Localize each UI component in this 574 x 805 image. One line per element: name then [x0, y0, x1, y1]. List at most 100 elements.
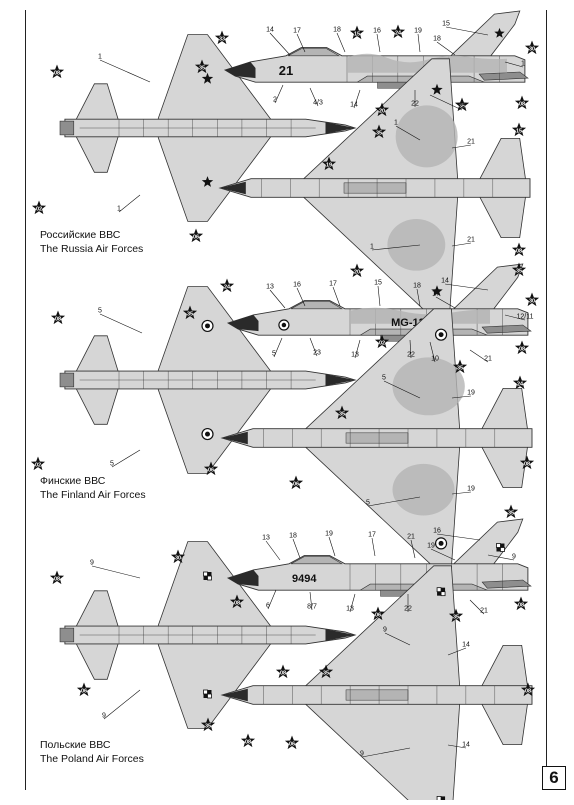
finland-camo-patch-a — [392, 357, 465, 416]
callout-line — [367, 496, 421, 507]
finland-side-roundel — [278, 319, 290, 331]
poland-under-checker-lower — [436, 796, 446, 805]
callout-finland: 12/11 — [504, 314, 534, 321]
callout-line — [451, 395, 472, 399]
paint-code-badge: 02 — [374, 334, 390, 349]
callout-line — [376, 33, 381, 53]
poland-side-view: 9494 — [226, 518, 532, 597]
russia-under-star-lower — [431, 285, 443, 297]
paint-code-badge: 06 — [370, 606, 386, 621]
checker-d — [500, 547, 505, 552]
callout-label: 19 — [427, 543, 435, 550]
finland-wing-roundel-upper — [201, 319, 214, 333]
paint-badge-text: 08 — [519, 347, 525, 353]
paint-badge-star — [370, 606, 386, 621]
callout-label: 16 — [373, 28, 381, 35]
fin — [450, 263, 524, 312]
paint-badge-star — [512, 375, 528, 390]
callout-label: 15 — [374, 280, 382, 287]
paint-code-badge: 30 — [170, 549, 186, 564]
callout-label: 1 — [370, 244, 374, 251]
callout-line — [487, 554, 515, 561]
paint-code-badge: 35 — [200, 717, 216, 732]
paint-code-badge: 35 — [452, 359, 468, 374]
callout-line — [269, 32, 291, 56]
paint-badge-text: 06 — [375, 613, 381, 619]
callout-label: 18 — [333, 27, 341, 34]
paint-code-badge: 08 — [50, 310, 66, 325]
paint-code-badge: 24 — [219, 278, 235, 293]
callout-line — [435, 296, 456, 309]
caption-finland-ru: Финские ВВС — [40, 475, 106, 487]
russia-side-view: 21 — [223, 10, 529, 89]
checker-c — [203, 694, 208, 698]
russia-camo-patch-a — [395, 105, 458, 168]
callout-line — [384, 632, 411, 646]
callout-line — [371, 244, 421, 251]
nose-cone-side — [228, 314, 259, 332]
wing-under — [304, 565, 461, 805]
russia-camo-patch-b — [387, 219, 446, 271]
paint-badge-star — [214, 30, 230, 45]
paint-code-badge: 08 — [511, 242, 527, 257]
paint-code-badge: 35 — [371, 124, 387, 139]
callout-label: 17 — [368, 532, 376, 539]
callout-line — [309, 87, 319, 107]
callout-finland: 17 — [329, 281, 341, 307]
paint-code-badge: 35 — [503, 504, 519, 519]
nose-cone — [325, 629, 355, 641]
paint-badge-star — [511, 122, 527, 137]
checker-b — [441, 587, 446, 592]
callout-russia: 22 — [411, 90, 419, 108]
callout-line — [296, 287, 306, 307]
paint-badge-star — [454, 97, 470, 112]
callout-line — [469, 599, 485, 615]
poland-top-view — [59, 541, 357, 729]
paint-badge-text: 06 — [289, 742, 295, 748]
paint-code-badge: 35 — [334, 405, 350, 420]
paint-code-badge: 24 — [512, 375, 528, 390]
paint-code-badge: 35 — [194, 59, 210, 74]
caption-poland: Польские ВВС The Poland Air Forces — [40, 738, 144, 766]
paint-badge-text: 35 — [199, 66, 205, 72]
roundel-center — [205, 323, 210, 329]
callout-line — [416, 288, 421, 307]
callout-poland: 8/7 — [307, 591, 317, 611]
paint-code-badge: 02 — [31, 200, 47, 215]
checker-d — [207, 575, 212, 581]
callout-finland: 13 — [266, 284, 286, 309]
poland-under-checker-upper — [436, 587, 446, 597]
callout-label: 4/3 — [313, 100, 323, 107]
callout-russia: 1 — [504, 61, 525, 68]
callout-russia: 1 — [117, 194, 141, 213]
callout-label: 14 — [462, 642, 470, 649]
callout-poland: 9 — [102, 689, 141, 720]
paint-code-badge: 08 — [275, 664, 291, 679]
paint-code-badge: 06 — [203, 461, 219, 476]
checker-c — [496, 547, 501, 552]
callout-label: 17 — [293, 28, 301, 35]
drop-tank — [345, 432, 409, 444]
callout-finland: 5 — [98, 308, 143, 334]
paint-code-badge: 08 — [49, 570, 65, 585]
paint-badge-star — [170, 549, 186, 564]
tailplane-side — [481, 324, 532, 334]
callout-finland: 19 — [451, 390, 475, 399]
callout-label: 23 — [313, 350, 321, 357]
paint-badge-text: 35 — [453, 615, 459, 621]
callout-label: 2 — [273, 97, 277, 104]
paint-badge-star — [374, 102, 390, 117]
checker-a — [496, 543, 501, 548]
paint-badge-star — [503, 504, 519, 519]
paint-badge-star — [448, 608, 464, 623]
callout-finland: 23 — [309, 337, 321, 357]
callout-line — [267, 589, 277, 610]
caption-russia-ru: Российские ВВС — [40, 229, 121, 241]
paint-badge-star — [203, 461, 219, 476]
paint-badge-text: 35 — [376, 131, 382, 137]
callout-poland: 6 — [266, 589, 277, 610]
callout-russia: 14 — [266, 27, 291, 56]
callout-line — [99, 313, 143, 334]
callout-poland: 19 — [325, 531, 336, 557]
